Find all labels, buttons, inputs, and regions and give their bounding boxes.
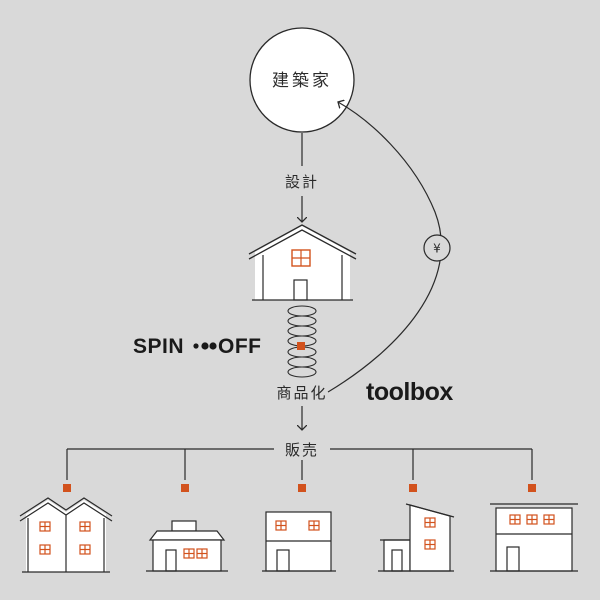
house-twin-gable-icon — [19, 497, 113, 573]
spring-coil-icon — [287, 305, 317, 378]
yen-label: ¥ — [433, 242, 441, 256]
spinoff-dot-small — [193, 343, 199, 349]
toolbox-logo: toolbox — [366, 378, 453, 406]
spring-marker — [297, 342, 305, 350]
architect-node: 建築家 — [249, 27, 355, 133]
sales-label: 販売 — [285, 441, 319, 459]
productization-label: 商品化 — [276, 384, 327, 402]
spinoff-dot-right — [209, 342, 217, 350]
payment-arc-arrow — [327, 102, 442, 393]
architect-label: 建築家 — [272, 71, 332, 91]
house-shed-roof-icon — [378, 503, 455, 572]
house-tall-flat-icon — [490, 503, 578, 572]
main-house-icon — [248, 224, 357, 301]
branch-marker-2 — [181, 484, 189, 492]
branch-marker-1 — [63, 484, 71, 492]
house-low-flat-icon — [146, 520, 228, 572]
house-box-icon — [262, 511, 336, 572]
design-label: 設計 — [285, 173, 319, 191]
branch-marker-3 — [298, 484, 306, 492]
yen-circle-icon: ¥ — [423, 234, 451, 262]
spinoff-logo: SPIN OFF — [133, 335, 262, 358]
branch-marker-4 — [409, 484, 417, 492]
spinoff-dot-left — [201, 342, 209, 350]
spinoff-right-text: OFF — [218, 335, 262, 358]
spinoff-left-text: SPIN — [133, 335, 184, 358]
branch-marker-5 — [528, 484, 536, 492]
